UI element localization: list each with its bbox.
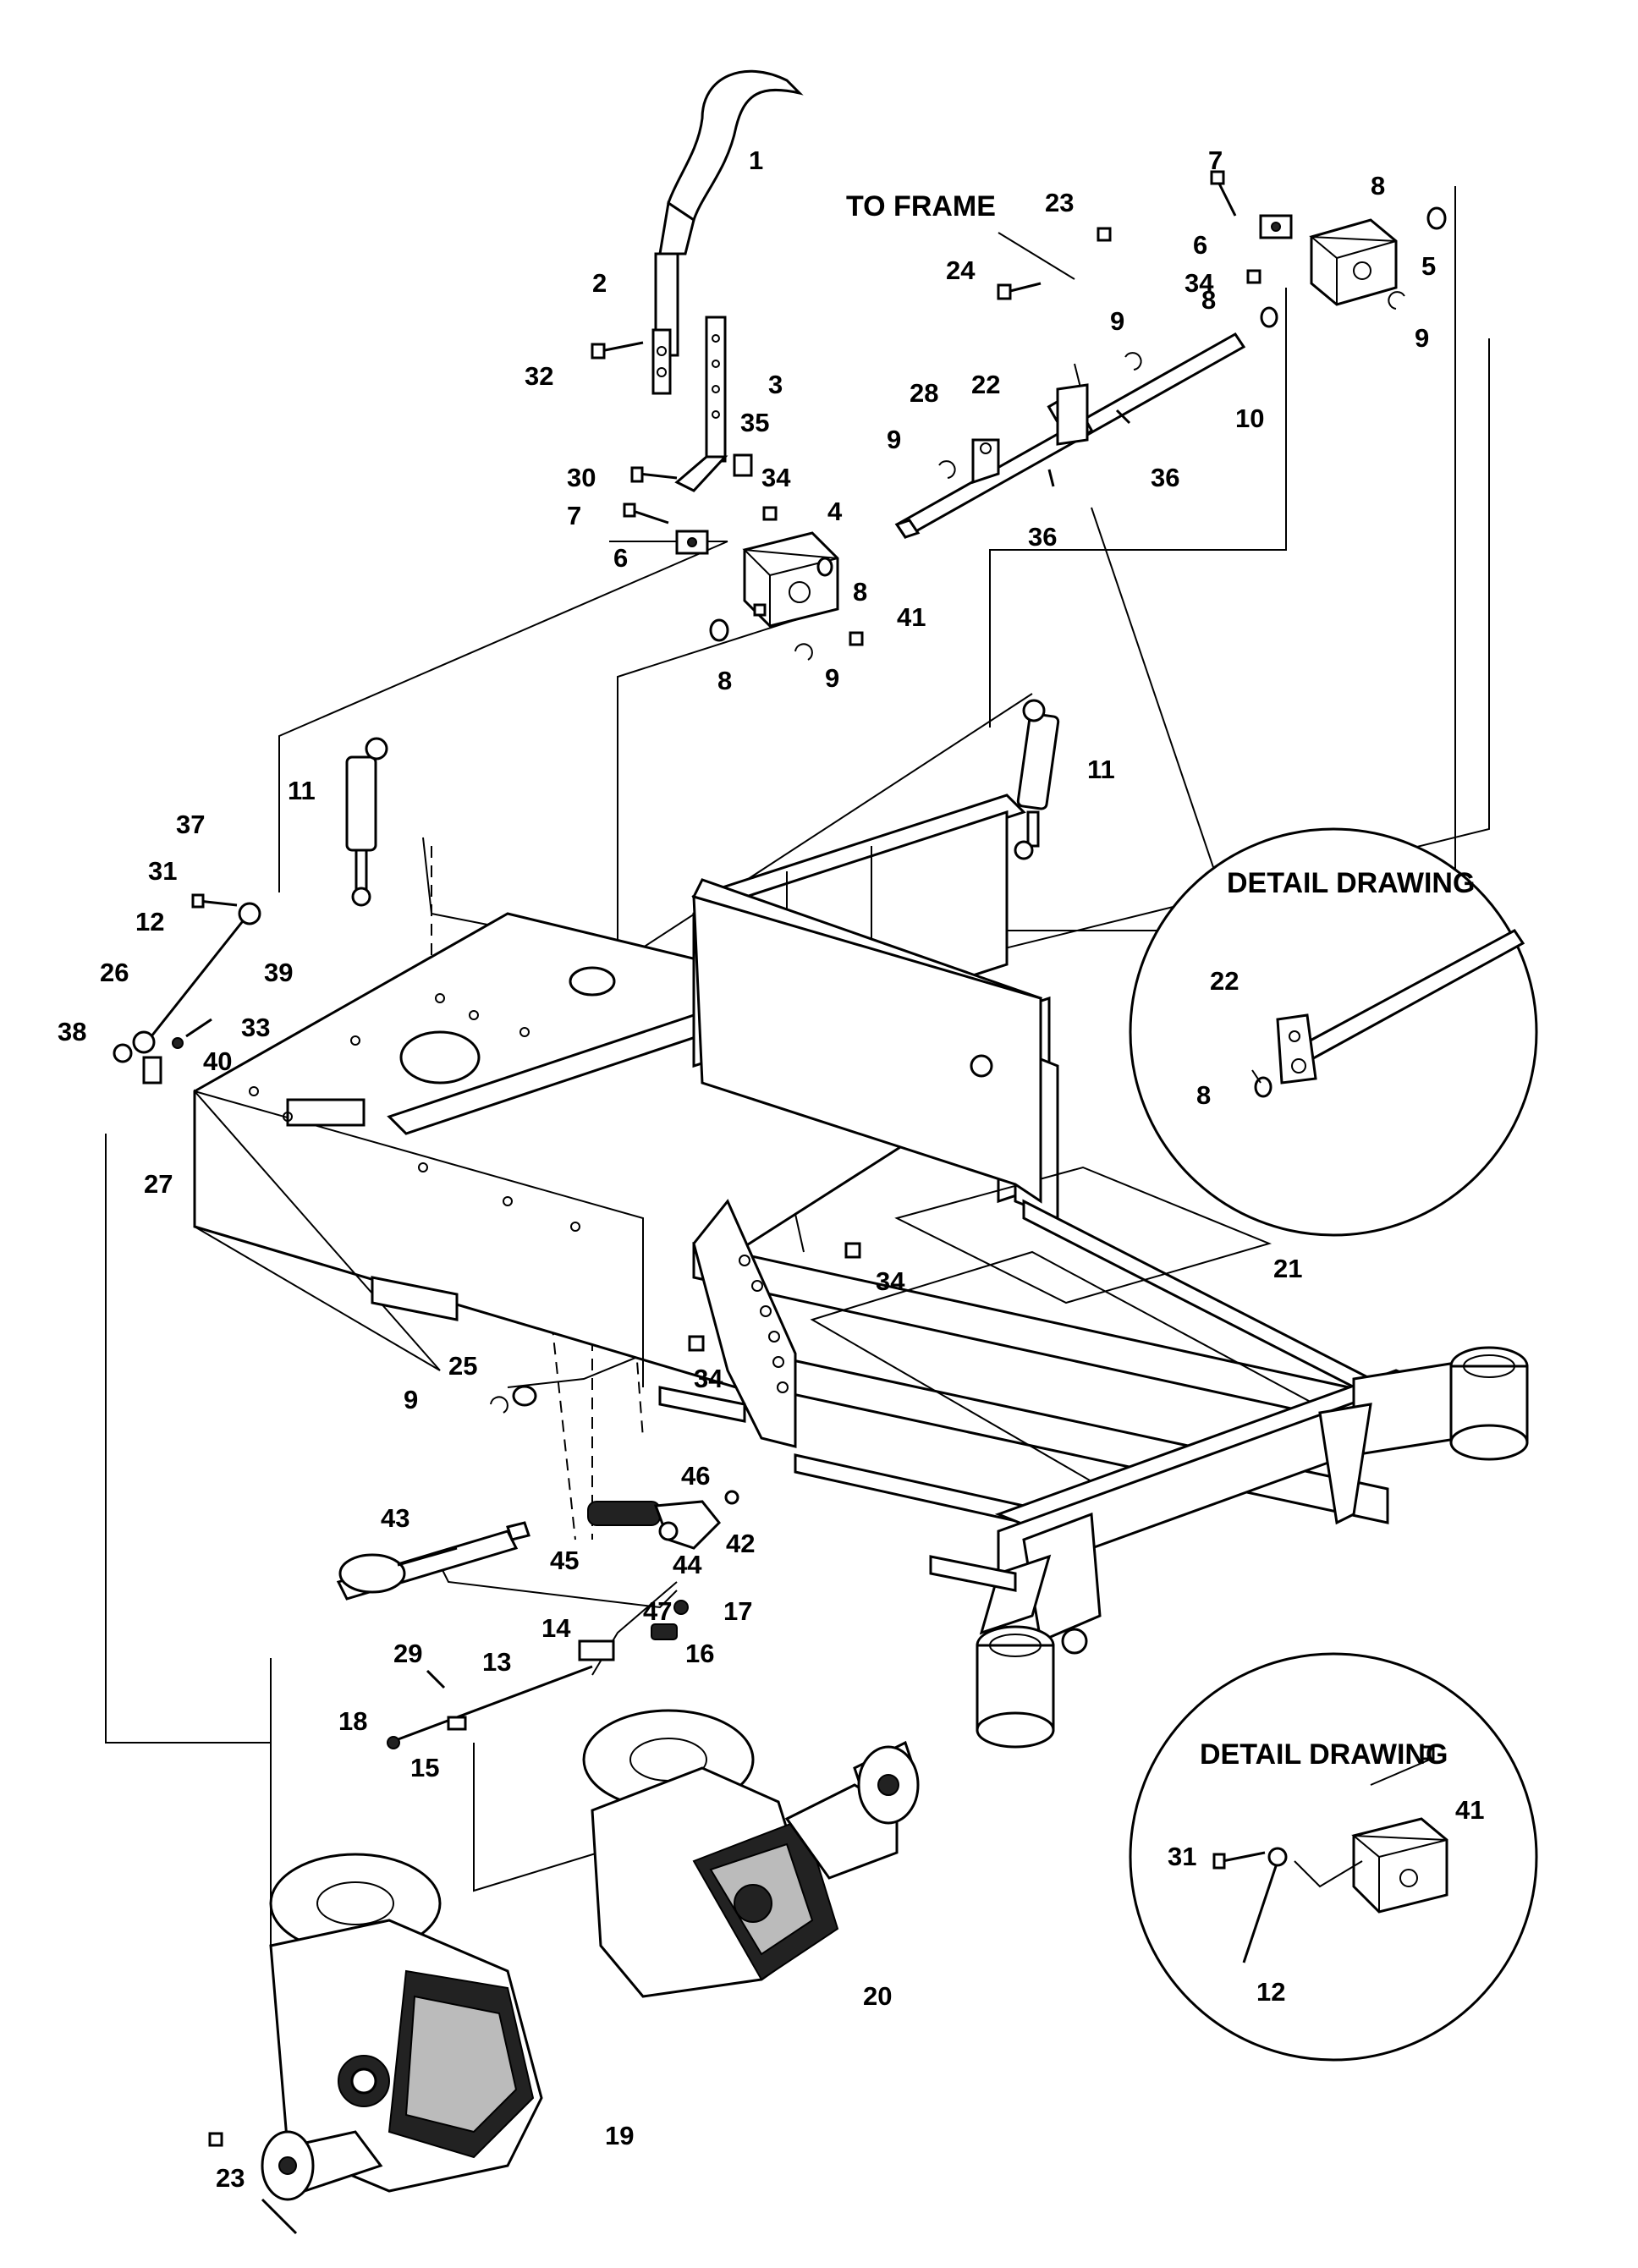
part-number: 7 xyxy=(567,501,581,530)
fasteners xyxy=(208,170,1447,2147)
part-number: 17 xyxy=(723,1596,752,1626)
detail-circle-bottom xyxy=(1129,1652,1538,2062)
part-number: 11 xyxy=(288,776,316,805)
part-number: 41 xyxy=(897,602,926,632)
part-number: 37 xyxy=(176,810,205,839)
part-number: 20 xyxy=(863,1981,892,2011)
detail-drawing-label-bottom: DETAIL DRAWING xyxy=(1200,1738,1448,1771)
part-number: 22 xyxy=(971,370,1000,399)
part-number: 9 xyxy=(404,1385,418,1414)
part-number: 14 xyxy=(541,1613,571,1643)
to-frame-label: TO FRAME xyxy=(846,190,996,222)
part-number: 8 xyxy=(1371,171,1385,200)
part-number: 26 xyxy=(100,958,129,987)
part-number: 9 xyxy=(1110,306,1124,336)
part-number: 44 xyxy=(673,1550,702,1579)
control-box-5 xyxy=(1309,218,1398,306)
part-number: 15 xyxy=(410,1753,439,1782)
part-number: 1 xyxy=(749,146,763,175)
part-number: 11 xyxy=(1087,755,1115,784)
part-number: 21 xyxy=(1273,1254,1302,1283)
part-number: 39 xyxy=(264,958,293,987)
part-number: 42 xyxy=(726,1529,755,1558)
part-number: 43 xyxy=(381,1503,410,1533)
transaxle-19 xyxy=(261,1853,543,2235)
control-handle-1 xyxy=(654,69,804,357)
part-number: 41 xyxy=(1455,1795,1484,1825)
part-number: 40 xyxy=(203,1046,232,1076)
part-number: 33 xyxy=(241,1013,270,1042)
part-number: 8 xyxy=(853,577,867,607)
part-number: 45 xyxy=(550,1546,579,1575)
gas-spring-11-left xyxy=(345,737,388,907)
part-number: 47 xyxy=(643,1596,672,1626)
transaxle-20 xyxy=(582,1709,920,1998)
part-number: 36 xyxy=(1151,463,1179,492)
part-number: 46 xyxy=(681,1461,710,1491)
part-number: 10 xyxy=(1235,404,1264,433)
bearing-6-left xyxy=(675,530,709,555)
mower-frame xyxy=(193,794,1529,1749)
part-number: 12 xyxy=(1256,1977,1285,2007)
part-number: 34 xyxy=(1185,268,1214,298)
part-number: 34 xyxy=(876,1266,905,1296)
part-number: 6 xyxy=(1193,230,1207,260)
part-number: 25 xyxy=(448,1351,477,1381)
part-number: 16 xyxy=(685,1639,714,1668)
part-number: 24 xyxy=(946,255,976,285)
part-number: 38 xyxy=(58,1017,86,1046)
part-labels: TO FRAME DETAIL DRAWING DETAIL DRAWING 1… xyxy=(58,146,1484,2193)
part-number: 32 xyxy=(525,361,553,391)
part-number: 8 xyxy=(1201,285,1216,315)
part-number: 13 xyxy=(482,1647,511,1677)
part-number: 35 xyxy=(740,408,769,437)
part-number: 8 xyxy=(1196,1080,1211,1110)
detail-circle-top xyxy=(1129,827,1538,1237)
part-number: 9 xyxy=(825,663,839,693)
part-number: 27 xyxy=(144,1169,173,1199)
part-number: 36 xyxy=(1028,522,1057,552)
part-number: 23 xyxy=(216,2163,245,2193)
bearing-6-right xyxy=(1259,214,1293,239)
part-number: 9 xyxy=(887,425,901,454)
part-number: 7 xyxy=(1208,146,1223,175)
part-number: 31 xyxy=(148,856,177,886)
part-number: 6 xyxy=(613,543,628,573)
part-number: 4 xyxy=(827,497,843,526)
link-rod-12 xyxy=(113,893,261,1085)
pump-linkage xyxy=(336,1490,739,1749)
part-number: 5 xyxy=(1421,251,1436,281)
part-number: 9 xyxy=(1415,323,1429,353)
part-number: 30 xyxy=(567,463,596,492)
part-number: 28 xyxy=(910,378,938,408)
part-number: 8 xyxy=(717,666,732,695)
part-number: 23 xyxy=(1045,188,1074,217)
part-number: 3 xyxy=(768,370,783,399)
part-number: 29 xyxy=(393,1639,422,1668)
gas-spring-11-right xyxy=(1014,699,1060,860)
lever-bracket-3 xyxy=(674,316,728,492)
part-number: 2 xyxy=(592,268,607,298)
part-number: 19 xyxy=(605,2121,634,2150)
handle-arm-2 xyxy=(651,328,672,395)
part-number: 34 xyxy=(761,463,791,492)
part-number: 12 xyxy=(135,907,164,936)
part-number: 31 xyxy=(1168,1842,1196,1871)
part-number: 22 xyxy=(1210,966,1239,996)
control-box-4 xyxy=(742,531,839,628)
part-number: 18 xyxy=(338,1706,367,1736)
part-number: 34 xyxy=(694,1364,723,1393)
detail-drawing-label-top: DETAIL DRAWING xyxy=(1227,867,1475,899)
